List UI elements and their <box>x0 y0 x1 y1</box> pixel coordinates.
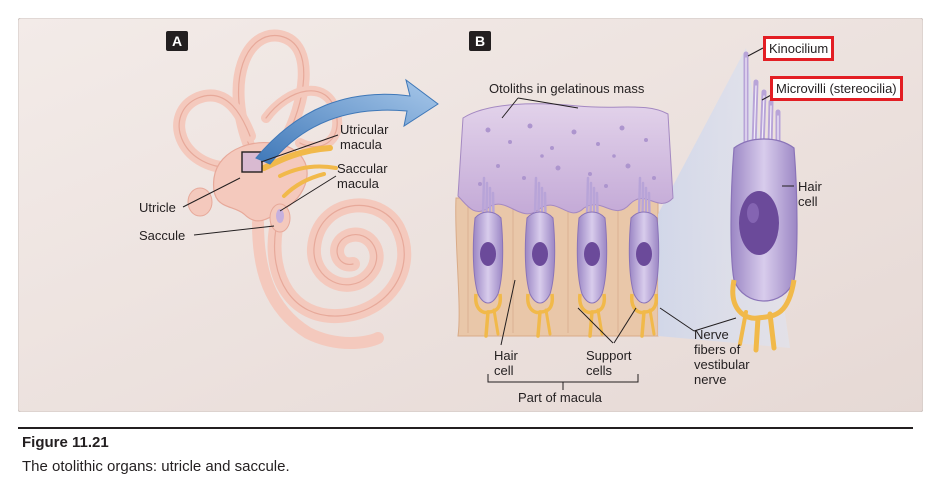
label-hair-cell-large: Hair cell <box>798 179 822 209</box>
hair-cells-row <box>472 176 660 338</box>
label-microvilli: Microvilli (stereocilia) <box>776 81 897 96</box>
label-utricular-macula: Utricular macula <box>340 122 389 152</box>
support-cell-lines <box>467 203 619 333</box>
figure-caption: The otolithic organs: utricle and saccul… <box>22 458 290 475</box>
label-nerve-fibers: Nerve fibers of vestibular nerve <box>694 327 750 387</box>
kinocilium-highlight: Kinocilium <box>763 36 835 61</box>
label-part-of-macula: Part of macula <box>518 390 602 405</box>
microvilli-highlight: Microvilli (stereocilia) <box>770 76 903 101</box>
leader-lines-a <box>182 134 339 236</box>
figure-title: Figure 11.21 <box>22 434 109 451</box>
otolithic-membrane <box>457 103 674 215</box>
small-hair-cell <box>628 176 660 338</box>
otolith-illustration <box>17 17 924 413</box>
leader-lines-b <box>487 47 794 390</box>
label-saccule: Saccule <box>139 228 186 243</box>
vestibular-nerve <box>261 145 333 171</box>
panel-b-badge: B <box>469 31 491 51</box>
label-utricle: Utricle <box>139 200 176 215</box>
ampulla <box>187 187 213 217</box>
support-tissue <box>455 197 659 337</box>
caption-rule <box>18 427 913 429</box>
label-saccular-macula: Saccular macula <box>337 161 388 191</box>
labyrinth-drawing <box>173 29 412 349</box>
small-hair-cell <box>576 176 608 338</box>
large-hair-cell <box>730 51 798 353</box>
figure-panel: A B Utricular macula Saccular macula Utr… <box>17 17 924 413</box>
label-support-cells: Support cells <box>586 348 632 378</box>
label-kinocilium: Kinocilium <box>769 41 829 56</box>
label-hair-cell: Hair cell <box>494 348 518 378</box>
saccular-macula-spot <box>276 209 284 223</box>
label-otoliths: Otoliths in gelatinous mass <box>489 81 645 96</box>
panel-a-badge: A <box>166 31 188 51</box>
small-hair-cell <box>524 176 556 338</box>
small-hair-cell <box>472 176 504 338</box>
otoliths <box>478 123 656 188</box>
zoom-arrow <box>255 78 439 165</box>
